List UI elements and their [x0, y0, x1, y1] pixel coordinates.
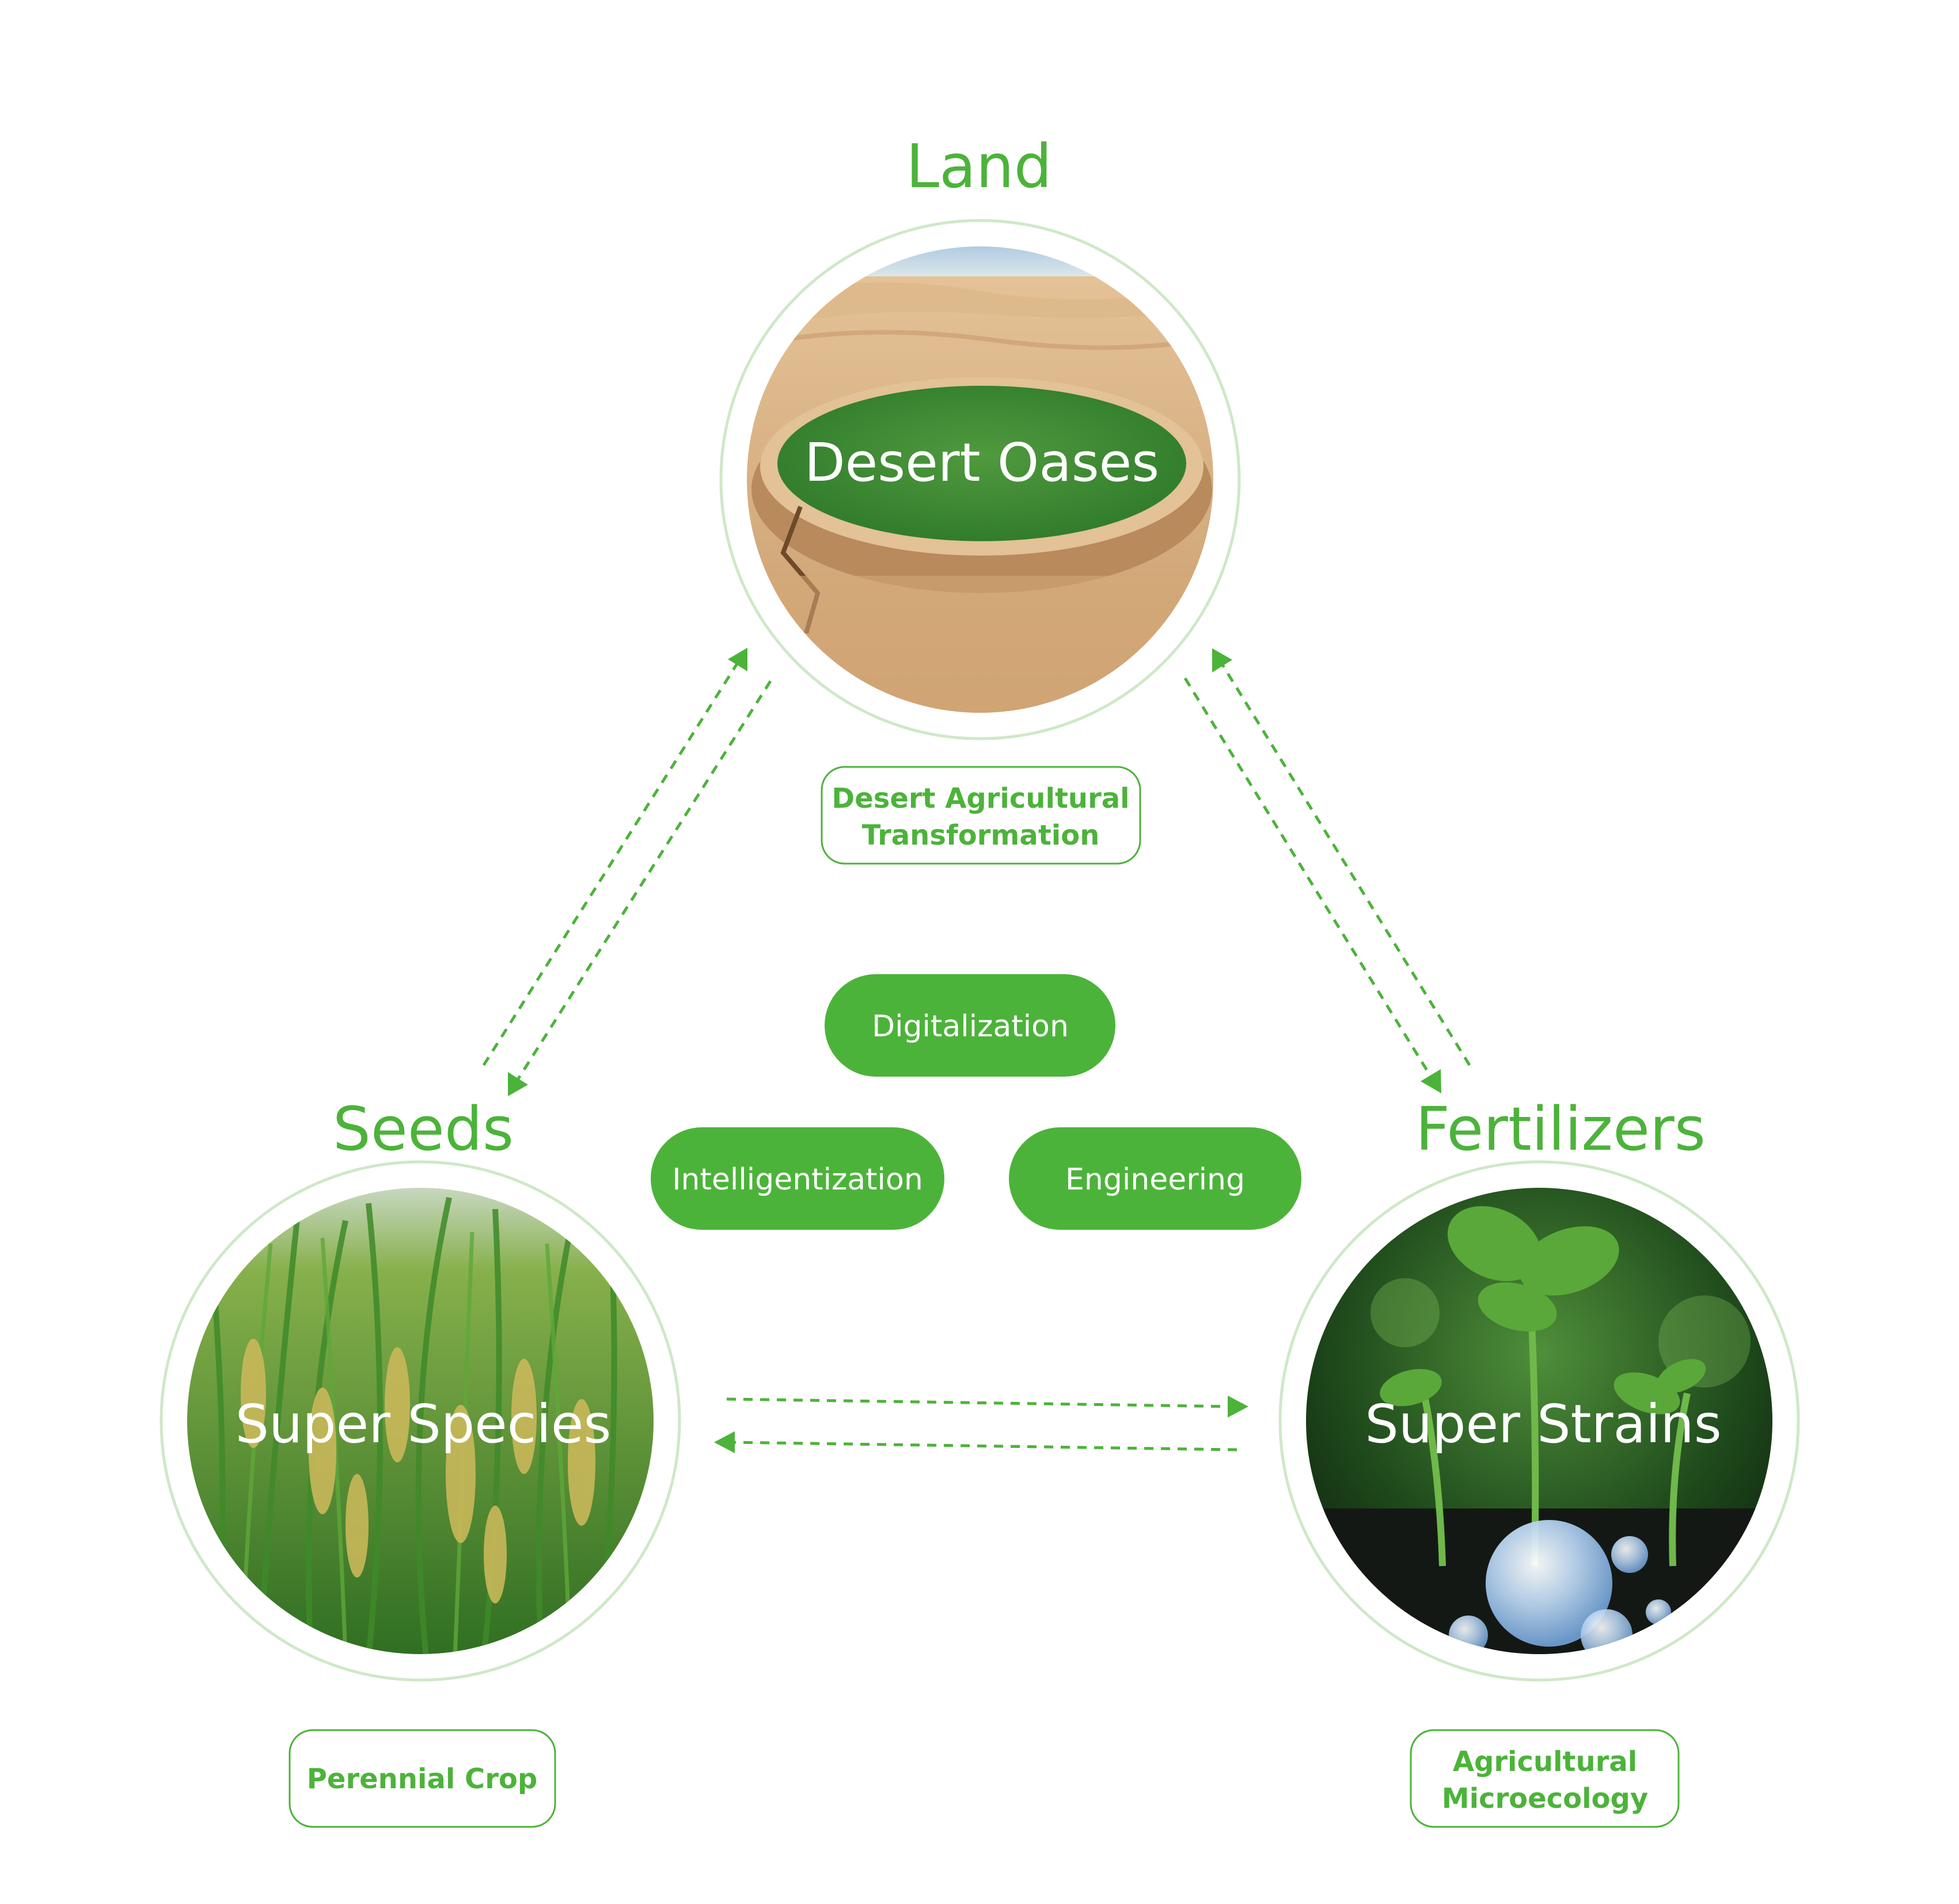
node-title: Land	[906, 131, 1052, 202]
pill-digitalization	[825, 974, 1115, 1077]
outer-ring	[160, 1160, 681, 1682]
subtopic-line: Agricultural	[1453, 1746, 1637, 1778]
arrowhead-icon	[1212, 648, 1232, 672]
subtopic-line: Perennial Crop	[307, 1763, 538, 1795]
pill-label: Engineering	[1065, 1162, 1245, 1197]
node-title: Seeds	[333, 1094, 514, 1164]
arrow-fertilizers-to-land	[1219, 661, 1471, 1066]
node-land: Land Desert Oases Desert Agricultural Tr…	[719, 131, 1241, 865]
arrowhead-icon	[1228, 1396, 1248, 1417]
arrow-seeds-to-fertilizers	[726, 1397, 1233, 1408]
photo-label: Desert Oases	[804, 432, 1159, 493]
connector-arrows	[482, 648, 1471, 1453]
subtopic-line: Desert Agricultural	[832, 782, 1129, 815]
seedling-microbe-photo	[1306, 1188, 1772, 1654]
photo-label: Super Strains	[1365, 1393, 1721, 1455]
node-seeds: Seeds	[160, 1094, 681, 1828]
pill-engineering	[1009, 1127, 1301, 1230]
arrowhead-icon	[728, 648, 747, 671]
desert-oasis-photo	[747, 246, 1213, 713]
arrowhead-icon	[1421, 1069, 1441, 1093]
arrowhead-icon	[508, 1072, 528, 1096]
pill-intelligentization	[651, 1127, 944, 1230]
subtopic-box	[821, 766, 1141, 865]
outer-ring	[1278, 1160, 1800, 1682]
arrow-seeds-to-land	[482, 660, 741, 1066]
pill-label: Intelligentization	[672, 1162, 923, 1197]
arrow-land-to-seeds	[514, 680, 772, 1084]
subtopic-line: Transformation	[862, 819, 1100, 852]
arrow-land-to-fertilizers	[1183, 677, 1434, 1081]
subtopic-box	[1410, 1729, 1680, 1828]
subtopic-line: Microecology	[1442, 1783, 1648, 1815]
rice-field-photo	[187, 1188, 654, 1654]
subtopic-box	[288, 1729, 556, 1828]
photo-label: Super Species	[236, 1393, 612, 1455]
outer-ring	[719, 219, 1241, 740]
node-fertilizers: Fertilizers	[1278, 1094, 1800, 1828]
arrow-fertilizers-to-seeds	[730, 1441, 1237, 1451]
arrowhead-icon	[714, 1431, 735, 1453]
node-title: Fertilizers	[1415, 1094, 1706, 1164]
pill-label: Digitalization	[872, 1009, 1069, 1044]
center-pills: Digitalization Intelligentization Engine…	[651, 974, 1301, 1230]
